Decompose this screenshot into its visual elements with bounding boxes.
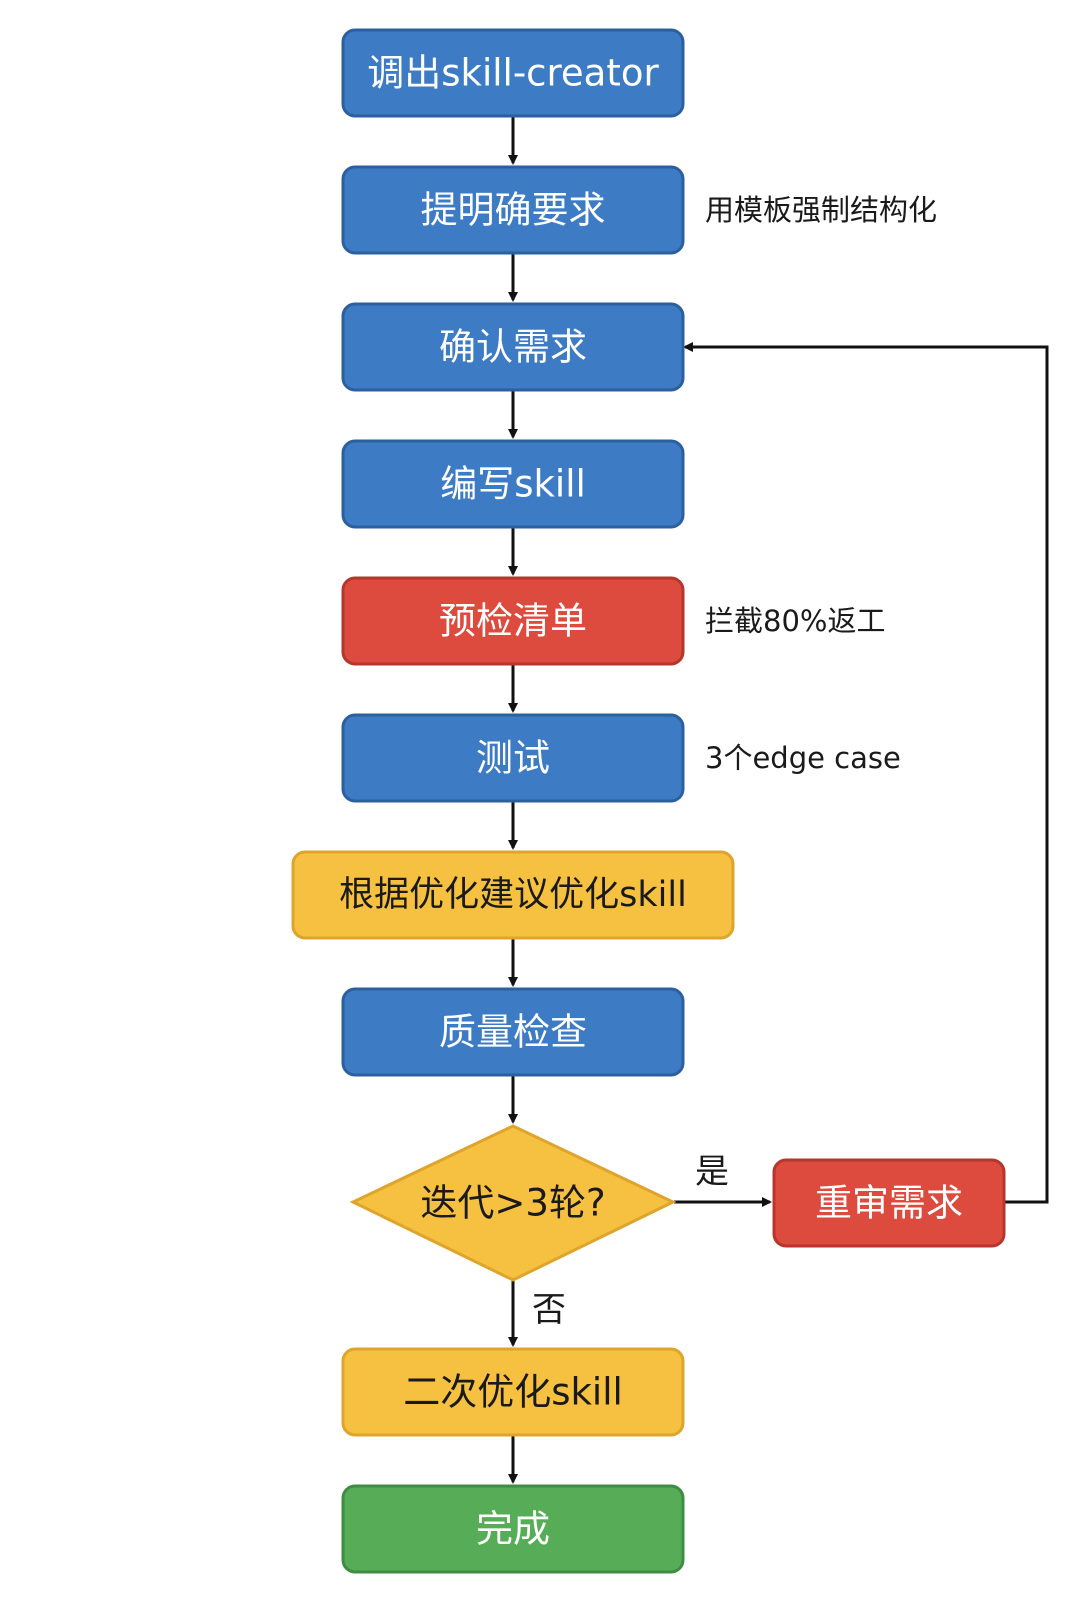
node-confirm-box — [341, 302, 685, 392]
node-test-box — [341, 713, 685, 803]
node-confirm-label: 确认需求 — [439, 326, 587, 369]
node-second-opt-label: 二次优化skill — [403, 1371, 623, 1414]
node-requirements-box — [341, 165, 685, 255]
node-write-box — [341, 439, 685, 529]
node-summon-label: 调出skill-creator — [367, 52, 659, 95]
node-write: 编写skill — [341, 439, 685, 529]
node-review: 重审需求 — [772, 1158, 1006, 1248]
node-write-label: 编写skill — [440, 463, 586, 506]
node-done-label: 完成 — [476, 1508, 550, 1551]
node-precheck-box — [341, 576, 685, 666]
node-confirm: 确认需求 — [341, 302, 685, 392]
node-summon-box — [341, 28, 685, 118]
node-summon: 调出skill-creator — [341, 28, 685, 118]
node-requirements: 提明确要求 — [341, 165, 685, 255]
node-done: 完成 — [341, 1484, 685, 1574]
node-quality-label: 质量检查 — [439, 1011, 587, 1054]
node-decision: 迭代>3轮? — [349, 1124, 677, 1282]
note-precheck: 拦截80%返工 — [705, 604, 885, 638]
node-quality: 质量检查 — [341, 987, 685, 1077]
node-review-label: 重审需求 — [815, 1182, 963, 1225]
node-second-opt: 二次优化skill — [341, 1347, 685, 1437]
node-optimize-box — [291, 850, 735, 940]
node-precheck-label: 预检清单 — [439, 600, 587, 643]
node-review-box — [772, 1158, 1006, 1248]
node-quality-box — [341, 987, 685, 1077]
node-test: 测试 — [341, 713, 685, 803]
arrow-review-loop-back — [683, 342, 1049, 1204]
node-second-opt-box — [341, 1347, 685, 1437]
node-optimize: 根据优化建议优化skill — [291, 850, 735, 940]
edge-label-no: 否 — [532, 1290, 566, 1330]
note-test: 3个edge case — [705, 741, 901, 775]
node-precheck: 预检清单 — [341, 576, 685, 666]
node-requirements-label: 提明确要求 — [421, 189, 606, 232]
edge-label-yes: 是 — [695, 1152, 729, 1192]
node-optimize-label: 根据优化建议优化skill — [339, 875, 687, 915]
node-decision-diamond — [349, 1124, 677, 1282]
connectors — [508, 116, 1049, 1484]
node-test-label: 测试 — [476, 737, 550, 780]
note-requirements: 用模板强制结构化 — [705, 193, 937, 227]
node-decision-label: 迭代>3轮? — [420, 1182, 605, 1225]
node-done-box — [341, 1484, 685, 1574]
